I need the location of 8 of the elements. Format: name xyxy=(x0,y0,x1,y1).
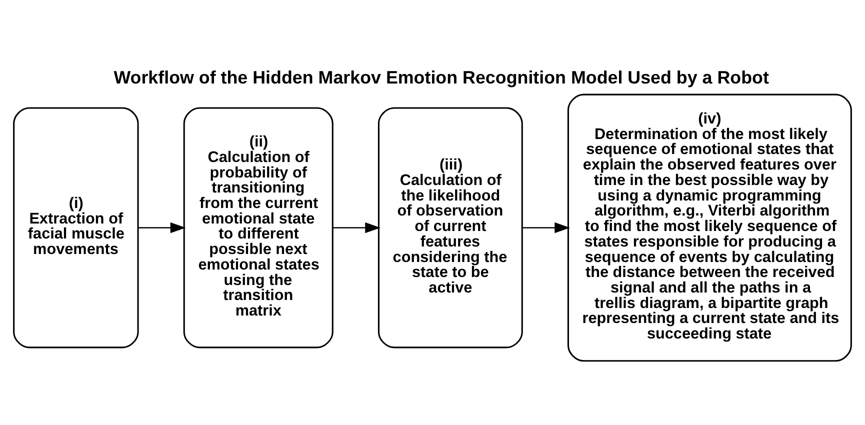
arrow xyxy=(138,222,186,233)
arrow xyxy=(332,222,380,233)
node-box: (ii) Calculation of probability of transitioning from the current emotional state to different possible next emotional states using the transition matrix xyxy=(183,106,334,348)
node-box: (iii) Calculation of the likelihood of observation of current features considering the state to be active xyxy=(378,106,523,348)
diagram-title: Workflow of the Hidden Markov Emotion Recognition Model Used by a Robot xyxy=(114,66,769,87)
arrow xyxy=(522,222,570,233)
node-box: (i) Extraction of facial muscle movements xyxy=(13,106,139,348)
node-box: (iv) Determination of the most likely sequence of emotional states that explain the observed features over time in the best possible way by using a dynamic programming algorithm, e.g., Viterbi algorithm to find the most likely sequence of states responsible for producing a sequence of events by calculating the distance between the received signal and all the paths in a trellis diagram, a bipartite graph representing a current state and its succeeding state xyxy=(567,93,852,362)
